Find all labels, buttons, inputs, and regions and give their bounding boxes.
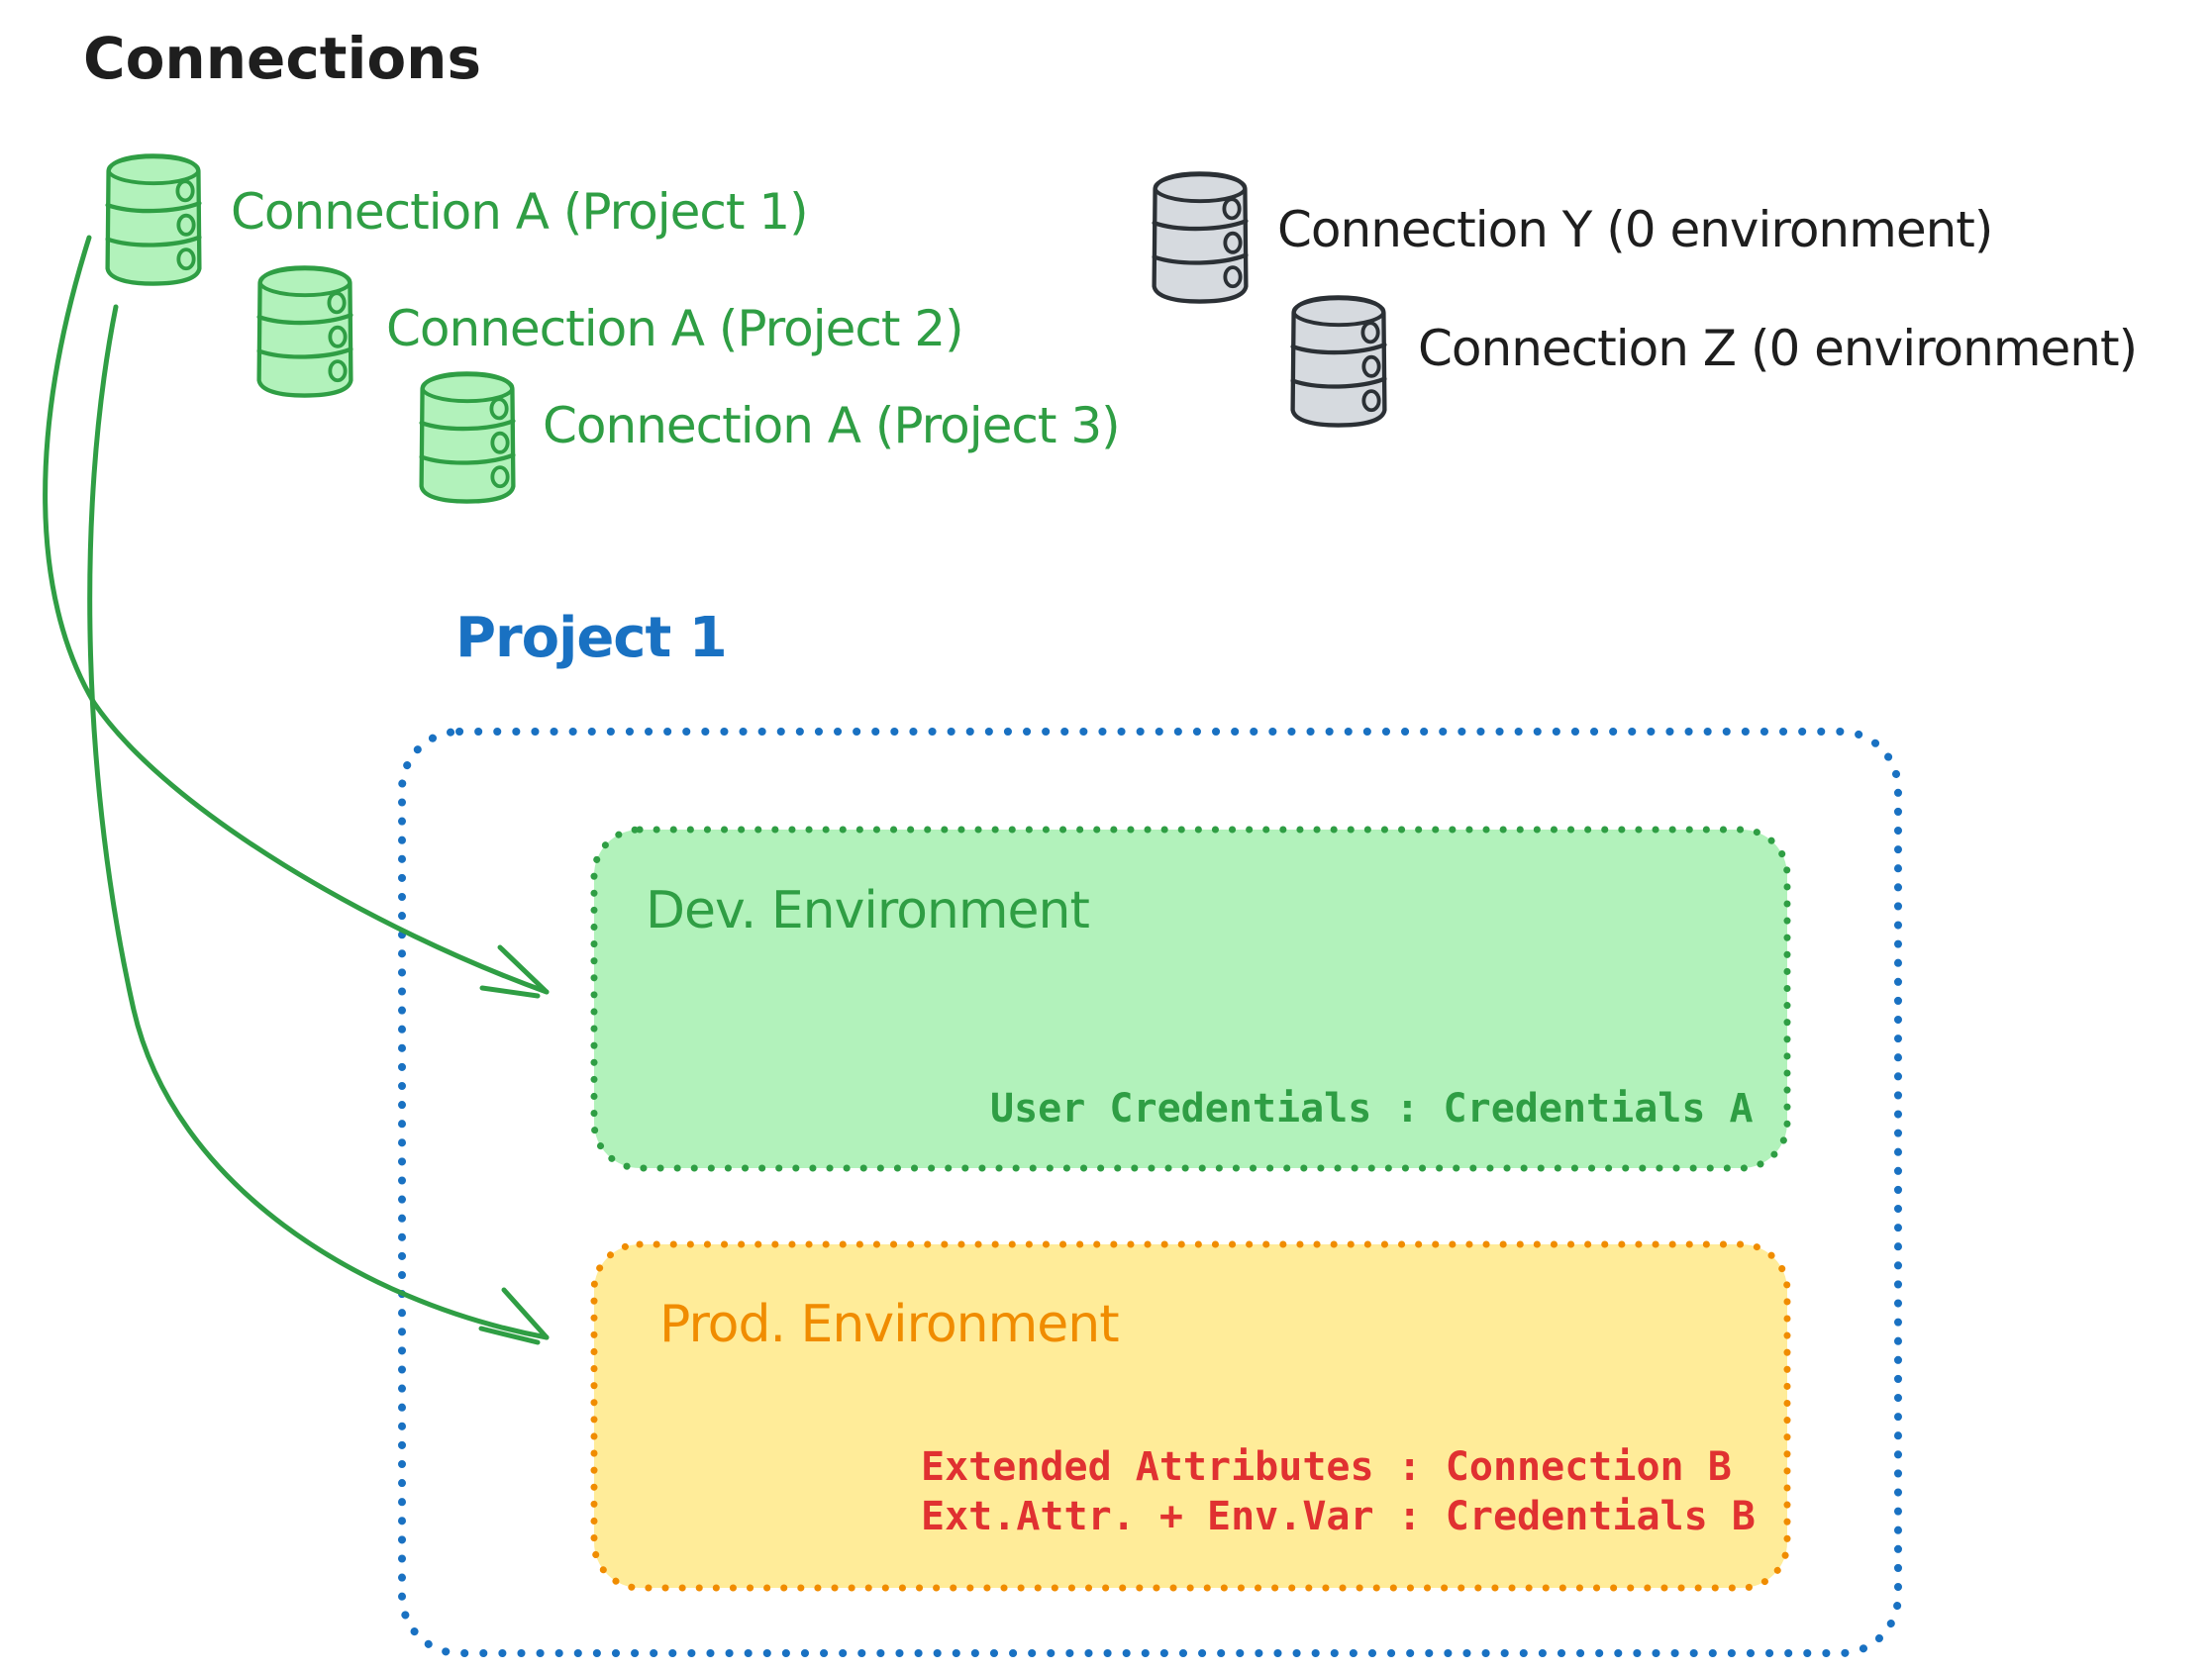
prod-mappings: Extended Attributes : Connection B Ext.A… (921, 1442, 1756, 1541)
project-1-title: Project 1 (455, 606, 728, 670)
dev-environment-box (590, 826, 1791, 1172)
prod-mapping-connection: Extended Attributes : Connection B (921, 1444, 1732, 1490)
prod-environment-box (590, 1240, 1791, 1592)
dev-credentials-mapping: User Credentials : Credentials A (990, 1086, 1754, 1132)
arrow-connection-a-to-prod (87, 304, 550, 1345)
prod-environment-title: Prod. Environment (659, 1295, 1120, 1354)
connection-a-project-1-label: Connection A (Project 1) (231, 183, 809, 241)
database-icon-connection-a-project-1 (107, 155, 200, 284)
connection-a-project-3-label: Connection A (Project 3) (543, 397, 1121, 454)
database-icon-connection-y (1154, 173, 1247, 302)
database-icon-connection-a-project-3 (421, 373, 514, 502)
prod-mapping-credentials: Ext.Attr. + Env.Var : Credentials B (921, 1494, 1756, 1539)
database-icon-connection-z (1292, 297, 1385, 426)
connections-heading: Connections (83, 25, 481, 92)
database-icon-connection-a-project-2 (258, 267, 352, 396)
dev-environment-title: Dev. Environment (646, 881, 1090, 940)
connection-a-project-2-label: Connection A (Project 2) (386, 300, 964, 357)
connection-z-label: Connection Z (0 environment) (1418, 320, 2138, 377)
project-1-box (398, 728, 1902, 1657)
connection-y-label: Connection Y (0 environment) (1277, 201, 1993, 258)
